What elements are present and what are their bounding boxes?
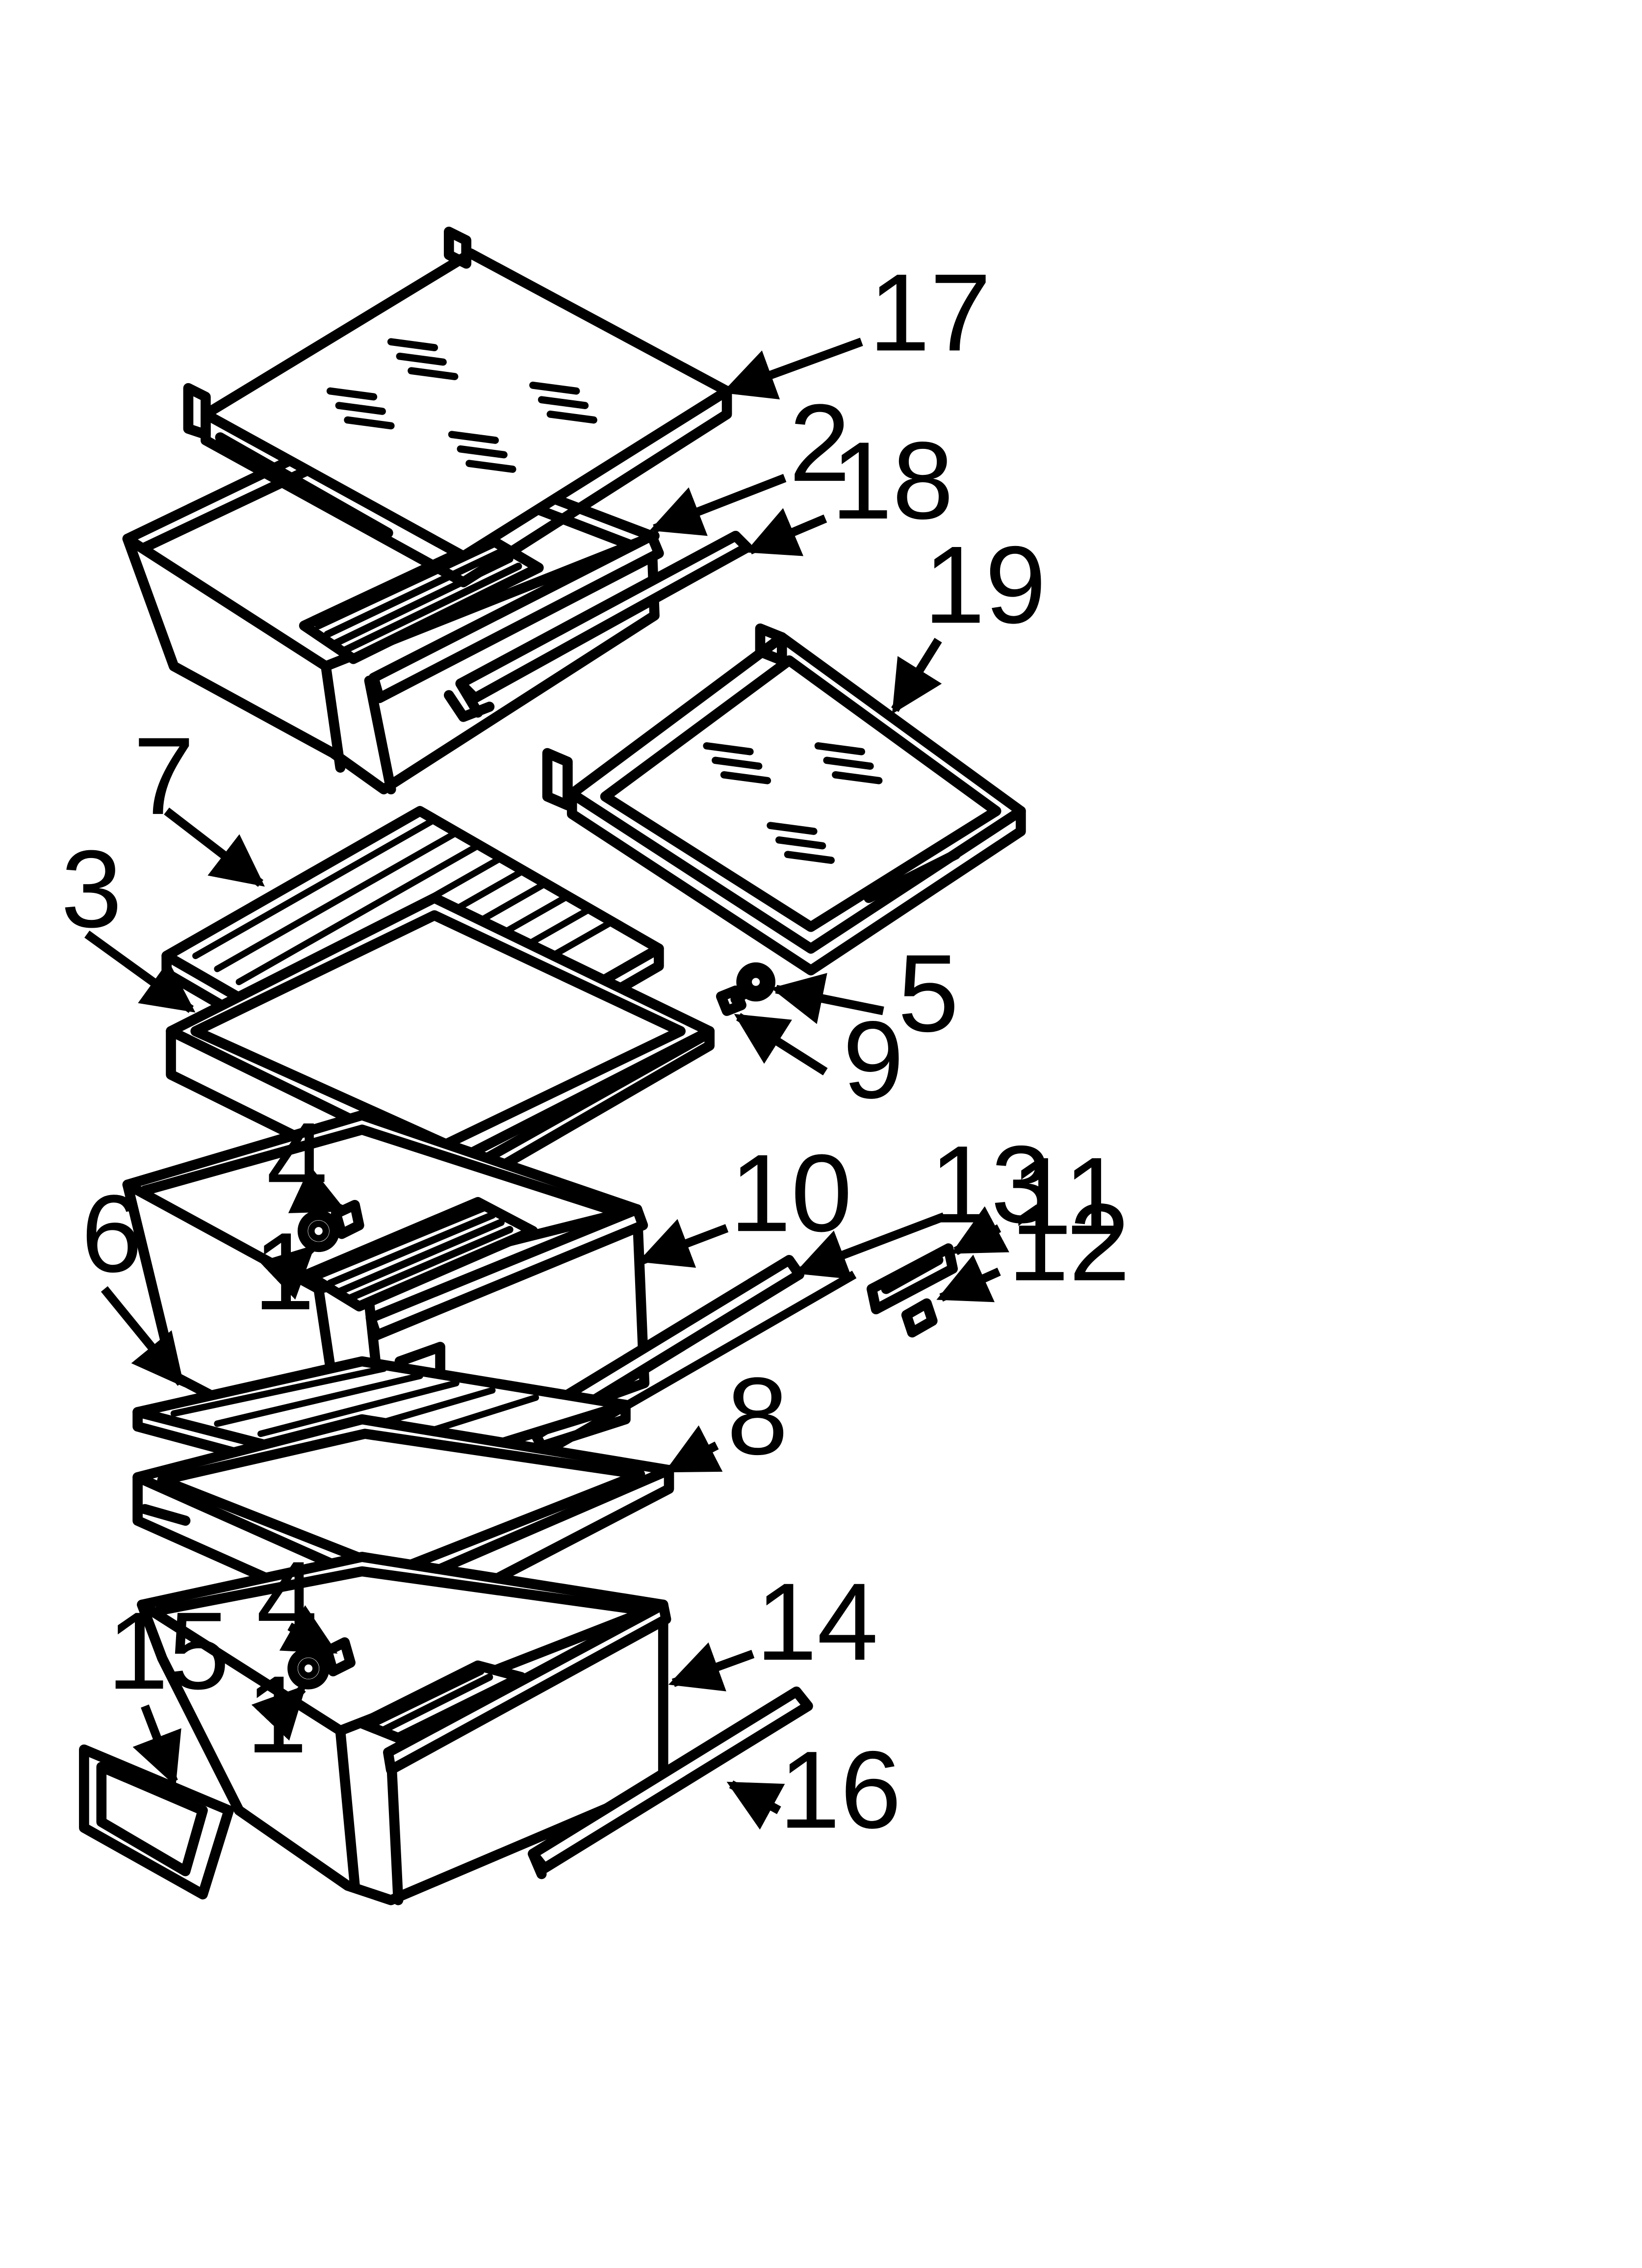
callout-14: 14 <box>756 1560 878 1683</box>
callout-4-middle: 4 <box>266 1099 328 1223</box>
callout-6: 6 <box>81 1172 142 1295</box>
callout-19: 19 <box>924 523 1047 646</box>
callout-8: 8 <box>727 1355 788 1478</box>
callout-9: 9 <box>843 998 904 1121</box>
lower-crisper-drawer <box>137 1552 671 1905</box>
callout-17: 17 <box>869 251 991 374</box>
callout-10: 10 <box>730 1131 852 1254</box>
label-holder <box>79 1744 234 1900</box>
callout-13: 13 <box>929 1123 1052 1246</box>
leader-lines <box>84 338 1009 1830</box>
callout-4-lower: 4 <box>257 1538 318 1662</box>
callout-1-lower: 1 <box>246 1653 308 1776</box>
callout-2: 2 <box>789 381 850 504</box>
callout-16: 16 <box>779 1728 901 1851</box>
callout-7: 7 <box>133 714 195 837</box>
roller-and-screw <box>716 962 776 1016</box>
humidity-control-and-slide <box>866 1243 958 1338</box>
callout-15: 15 <box>107 1589 230 1712</box>
callout-1-middle: 1 <box>254 1210 315 1333</box>
callout-5: 5 <box>898 932 959 1055</box>
callout-labels: 17 2 18 19 7 3 5 9 4 1 10 13 11 12 6 8 4… <box>61 251 1130 1851</box>
callout-11: 11 <box>1011 1134 1125 1257</box>
callout-18: 18 <box>831 419 954 542</box>
callout-12: 12 <box>1008 1181 1130 1304</box>
callout-3: 3 <box>61 827 122 950</box>
small-glass-shelf <box>542 623 1026 976</box>
lower-drawer-trim <box>528 1686 813 1879</box>
